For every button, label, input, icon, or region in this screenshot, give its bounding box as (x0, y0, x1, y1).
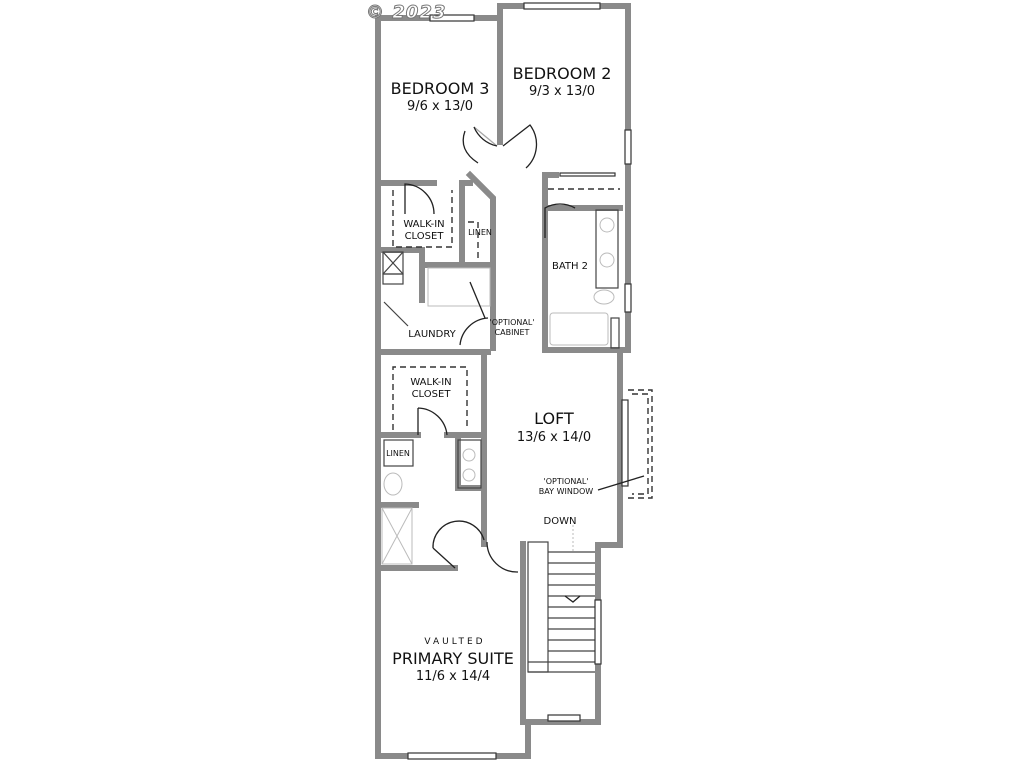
interior-walls (375, 15, 623, 725)
copyright-watermark: © 2023 (365, 2, 447, 24)
bedroom2-size: 9/3 x 13/0 (528, 84, 596, 99)
bedroom3-label: BEDROOM 3 (390, 79, 490, 98)
stairs-down-label: DOWN (543, 516, 577, 527)
vaulted-label: VAULTED (424, 637, 486, 647)
loft-label: LOFT (534, 409, 574, 428)
sink-icon (599, 217, 615, 233)
fixtures (381, 209, 620, 565)
stair-direction-arrow-icon (564, 595, 581, 603)
windows (407, 2, 653, 760)
linen-primary-label: LINEN (386, 449, 410, 458)
exterior-walls (375, 3, 631, 759)
walkin-closet-primary-label: WALK-IN CLOSET (410, 377, 452, 400)
sink-icon (462, 448, 476, 462)
loft-size: 13/6 x 14/0 (516, 430, 592, 445)
linen-upper-label: LINEN (468, 228, 492, 237)
toilet-icon (593, 289, 615, 305)
primary-suite-size: 11/6 x 14/4 (415, 669, 491, 684)
bedroom2-label: BEDROOM 2 (512, 64, 612, 83)
leader-line (469, 281, 486, 319)
bath2-label: BATH 2 (551, 261, 589, 272)
primary-suite-label: PRIMARY SUITE (392, 649, 514, 668)
linen-cabinet (383, 439, 414, 467)
optional-cabinet-label: 'OPTIONAL' CABINET (489, 318, 535, 337)
sink-icon (462, 468, 476, 482)
walkin-closet-upper-label: WALK-IN CLOSET (403, 219, 445, 242)
toilet-icon (383, 472, 403, 496)
bedroom3-size: 9/6 x 13/0 (406, 99, 474, 114)
door-swings (383, 124, 576, 573)
bathtub-icon (549, 312, 609, 346)
sink-icon (599, 252, 615, 268)
staircase (527, 541, 595, 722)
laundry-label: LAUNDRY (408, 329, 456, 340)
optional-bay-window-label: 'OPTIONAL' BAY WINDOW (538, 477, 594, 496)
